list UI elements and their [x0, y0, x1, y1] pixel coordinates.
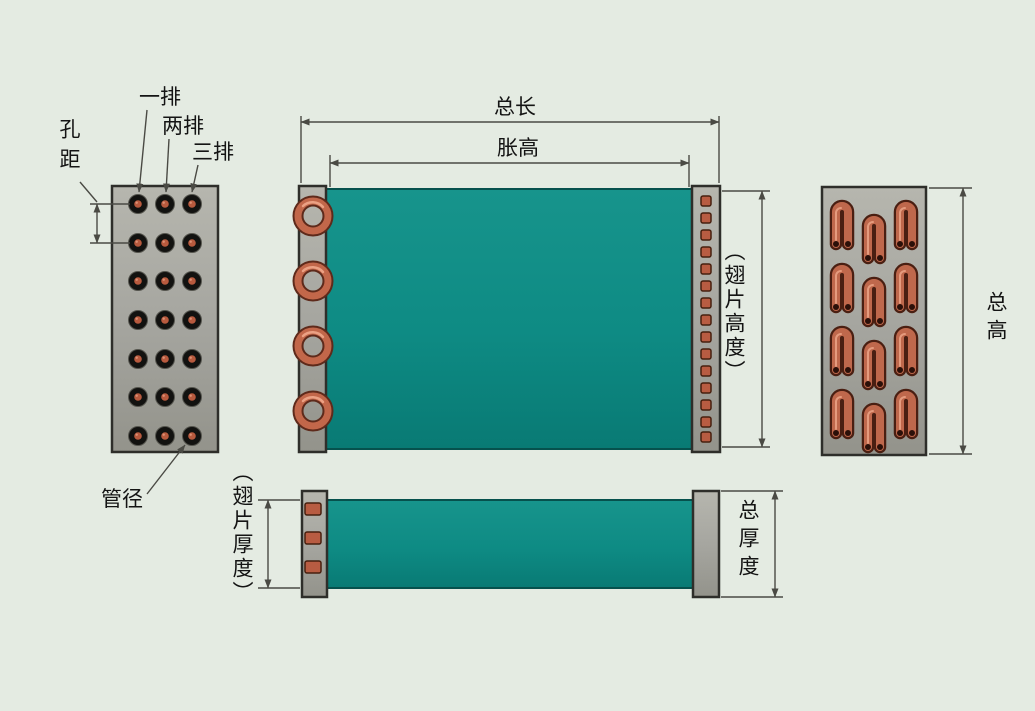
- pipe-diameter-leader: [146, 444, 186, 495]
- fin-thickness-dimension: [258, 499, 300, 589]
- side-view: [300, 489, 721, 599]
- fin-height-dimension: [722, 190, 770, 448]
- dimension-lines: [79, 109, 972, 598]
- expanded-height-label: 胀高: [497, 136, 539, 160]
- row-3-label: 三排: [192, 140, 234, 164]
- copper-bends-side: [304, 502, 322, 574]
- total-height-dimension: [929, 187, 972, 455]
- copper-tube-ends: [700, 195, 712, 443]
- front-end-plate-view: [110, 184, 220, 454]
- row-leader-lines: [136, 109, 199, 193]
- fin-pack-side: [326, 499, 694, 589]
- fin-thickness-label: （翅片厚度）: [230, 461, 255, 605]
- total-length-dimension: [300, 116, 720, 183]
- fin-pack: [325, 188, 693, 450]
- right-end-plate-side: [691, 489, 721, 599]
- total-height-label: 总高: [984, 291, 1009, 347]
- hole-pitch-label: 孔距: [57, 118, 82, 178]
- total-length-label: 总长: [494, 95, 536, 119]
- main-view: [298, 184, 722, 454]
- hole-pitch-dimension: [79, 181, 130, 244]
- total-thickness-dimension: [721, 490, 783, 598]
- fin-height-label: （翅片高度）: [722, 240, 747, 384]
- row-1-label: 一排: [139, 85, 181, 109]
- expanded-height-dimension: [329, 155, 690, 187]
- pipe-diameter-label: 管径: [101, 487, 143, 511]
- total-thickness-label: 总厚度: [736, 499, 761, 583]
- back-end-plate-view: [820, 185, 928, 457]
- row-2-label: 两排: [162, 114, 204, 138]
